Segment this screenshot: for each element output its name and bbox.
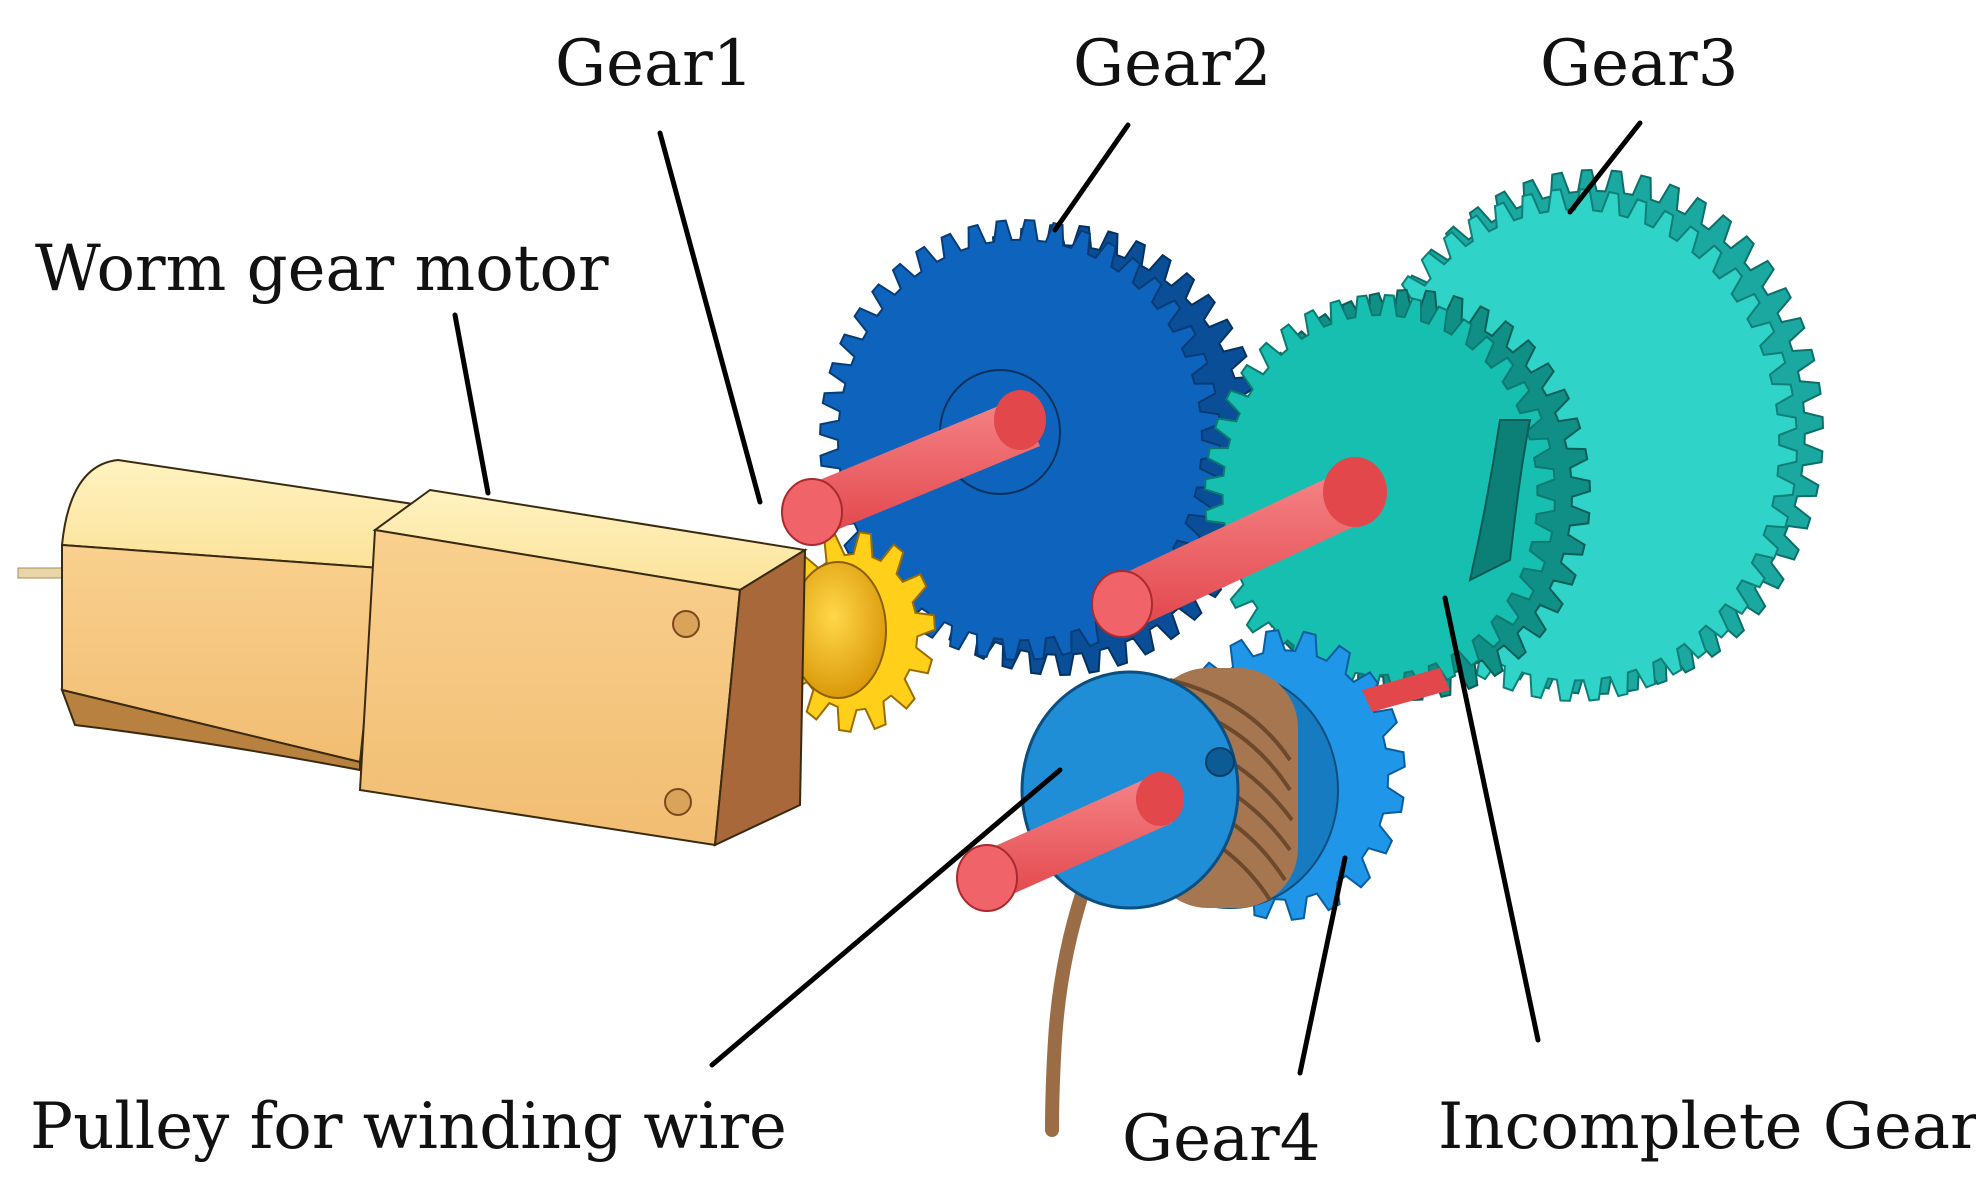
label-incomplete-gear: Incomplete Gear [1438, 1090, 1976, 1164]
label-gear2: Gear2 [1073, 27, 1271, 101]
incomplete-gear-cutout [1468, 419, 1532, 582]
gear2-shaft [781, 390, 1046, 546]
leader-gear4 [1297, 855, 1348, 1076]
leader-gear3 [1567, 120, 1643, 215]
label-gear3: Gear3 [1540, 27, 1738, 101]
worm-gear-motor [17, 458, 808, 847]
label-pulley: Pulley for winding wire [30, 1090, 787, 1164]
motor-screw-hole-bottom [664, 788, 692, 816]
motor-rear-top [60, 458, 422, 570]
gear4-shaft-rear [1362, 668, 1450, 712]
incomplete-gear-shaft [1091, 457, 1387, 638]
motor-gearbox-side [713, 548, 807, 847]
motor-screw-hole-top [672, 610, 700, 638]
pulley-assembly [1020, 668, 1339, 1137]
label-gear1: Gear1 [555, 27, 753, 101]
leader-motor [452, 312, 491, 496]
leader-gear1 [657, 130, 763, 505]
leader-incomplete-gear [1442, 595, 1541, 1043]
motor-rear-bottom [60, 688, 361, 772]
pulley-set-hole [1205, 747, 1235, 777]
label-worm-gear-motor: Worm gear motor [35, 232, 609, 306]
label-gear4: Gear4 [1122, 1102, 1320, 1176]
leader-pulley [709, 767, 1063, 1068]
leader-gear2 [1052, 122, 1131, 233]
motor-output-pin [17, 567, 65, 579]
pulley-shaft [956, 772, 1184, 912]
wire-strand [1045, 878, 1092, 1137]
